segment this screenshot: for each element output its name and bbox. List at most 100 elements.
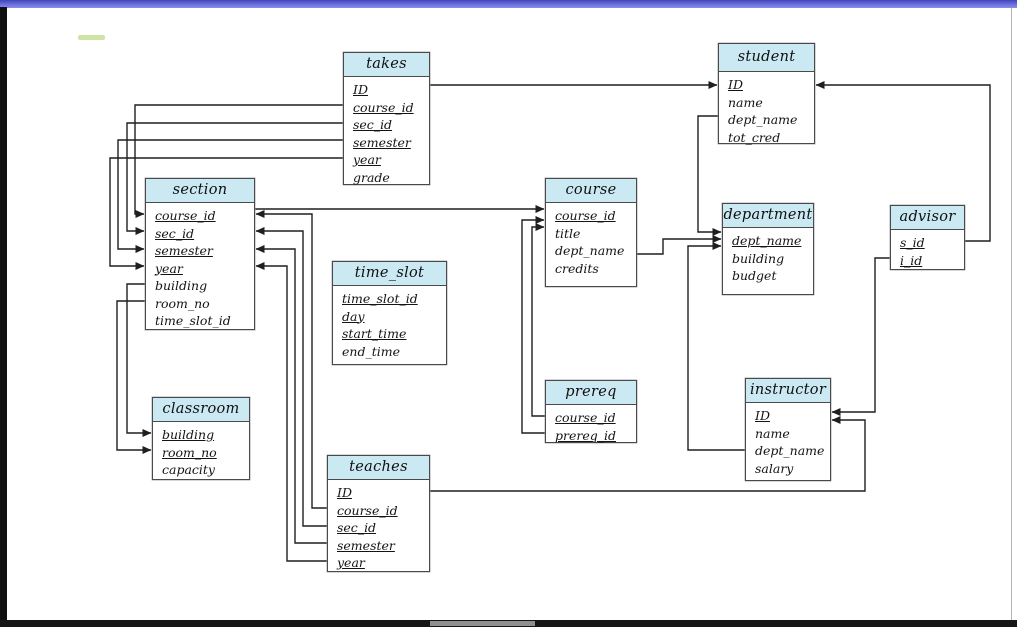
- rel-course-deptname-department: [637, 235, 722, 255]
- rel-teaches-year-section: [255, 262, 327, 562]
- rel-takes-year-section: [109, 157, 343, 270]
- table-prereq-fields: course_id prereq_id: [546, 405, 636, 444]
- field-sec_id: sec_id: [155, 225, 195, 241]
- table-student-fields: ID name dept_name tot_cred: [719, 72, 814, 146]
- rel-teaches-secid-section: [255, 227, 327, 527]
- field-s_id: s_id: [900, 235, 925, 250]
- table-takes-fields: ID course_id sec_id semester year grade: [344, 77, 429, 186]
- field-dept_name: dept_name: [555, 243, 625, 258]
- field-year: year: [337, 555, 365, 570]
- rel-advisor-iid-instructor: [831, 257, 890, 416]
- table-takes: takes ID course_id sec_id semester year grade: [343, 52, 430, 185]
- table-advisor-title: advisor: [891, 206, 964, 230]
- field-sec_id: sec_id: [337, 520, 377, 535]
- rel-instructor-deptname-department: [687, 242, 745, 451]
- table-prereq-title: prereq: [546, 381, 636, 405]
- table-classroom-title: classroom: [153, 398, 249, 422]
- field-semester: semester: [353, 134, 411, 150]
- field-course_id: course_id: [555, 410, 616, 425]
- table-teaches-title: teaches: [328, 456, 429, 480]
- table-section-fields: course_id sec_id semester year building room_…: [146, 203, 254, 330]
- rel-section-building-classroom: [126, 283, 152, 437]
- table-section: section course_id sec_id semester year build…: [145, 178, 255, 330]
- field-semester: semester: [155, 243, 213, 258]
- field-time_slot_id: time_slot_id: [342, 291, 418, 306]
- field-i_id: i_id: [900, 252, 923, 268]
- field-credits: credits: [555, 260, 599, 276]
- field-building: building: [155, 278, 208, 293]
- field-sec_id: sec_id: [353, 117, 393, 132]
- table-course-title: course: [546, 179, 636, 203]
- field-capacity: capacity: [162, 462, 215, 477]
- table-advisor-fields: s_id i_id: [891, 230, 964, 269]
- field-day: day: [342, 308, 365, 324]
- table-department: department dept_name building budget: [722, 203, 814, 295]
- field-budget: budget: [732, 268, 777, 283]
- field-start_time: start_time: [342, 326, 407, 341]
- rel-takes-courseid-section: [134, 104, 343, 218]
- field-end_time: end_time: [342, 343, 400, 359]
- rel-section-roomno-classroom: [116, 300, 152, 454]
- rel-advisor-sid-student: [815, 81, 991, 242]
- table-teaches: teaches ID course_id sec_id semester year: [327, 455, 430, 572]
- table-advisor: advisor s_id i_id: [890, 205, 965, 270]
- rel-teaches-courseid-section: [255, 210, 327, 509]
- table-student-title: student: [719, 44, 814, 72]
- table-time-slot-title: time_slot: [333, 262, 446, 286]
- field-ID: ID: [353, 82, 368, 97]
- field-dept_name: dept_name: [755, 443, 825, 458]
- field-title: title: [555, 225, 581, 241]
- rel-teaches-id-instructor: [430, 416, 866, 492]
- field-time_slot_id: time_slot_id: [155, 313, 231, 328]
- table-department-title: department: [723, 204, 813, 228]
- field-name: name: [728, 94, 763, 110]
- field-building: building: [162, 427, 215, 442]
- bottom-bar-notch: [430, 621, 535, 626]
- rel-prereq-courseid-course: [531, 223, 545, 417]
- rel-teaches-semester-section: [255, 245, 327, 544]
- table-prereq: prereq course_id prereq_id: [545, 380, 637, 443]
- slide-right-edge: [1011, 8, 1012, 620]
- table-instructor-title: instructor: [746, 379, 830, 403]
- field-course_id: course_id: [155, 208, 216, 223]
- table-department-fields: dept_name building budget: [723, 228, 813, 285]
- field-room_no: room_no: [162, 444, 217, 460]
- field-dept_name: dept_name: [728, 112, 798, 127]
- field-prereq_id: prereq_id: [555, 427, 616, 443]
- field-ID: ID: [337, 485, 352, 500]
- field-ID: ID: [728, 77, 743, 92]
- window-top-bar: [0, 0, 1017, 8]
- table-takes-title: takes: [344, 53, 429, 77]
- field-course_id: course_id: [353, 99, 414, 115]
- field-year: year: [353, 152, 381, 167]
- table-section-title: section: [146, 179, 254, 203]
- field-year: year: [155, 260, 183, 276]
- rel-takes-semester-section: [117, 139, 343, 253]
- table-teaches-fields: ID course_id sec_id semester year: [328, 480, 429, 572]
- field-semester: semester: [337, 537, 395, 553]
- rel-student-deptname-department: [697, 115, 722, 236]
- field-room_no: room_no: [155, 295, 210, 311]
- field-building: building: [732, 250, 785, 266]
- green-dash-mark: [78, 35, 105, 40]
- rel-prereq-prereqid-course: [521, 216, 545, 434]
- window-left-edge: [0, 7, 7, 622]
- field-grade: grade: [353, 169, 390, 185]
- table-classroom-fields: building room_no capacity: [153, 422, 249, 479]
- field-course_id: course_id: [337, 502, 398, 518]
- field-salary: salary: [755, 460, 794, 476]
- field-dept_name: dept_name: [732, 233, 802, 248]
- window-bottom-bar: [0, 620, 1017, 627]
- field-name: name: [755, 425, 790, 441]
- table-student: student ID name dept_name tot_cred: [718, 43, 815, 146]
- field-tot_cred: tot_cred: [728, 129, 781, 145]
- field-course_id: course_id: [555, 208, 616, 223]
